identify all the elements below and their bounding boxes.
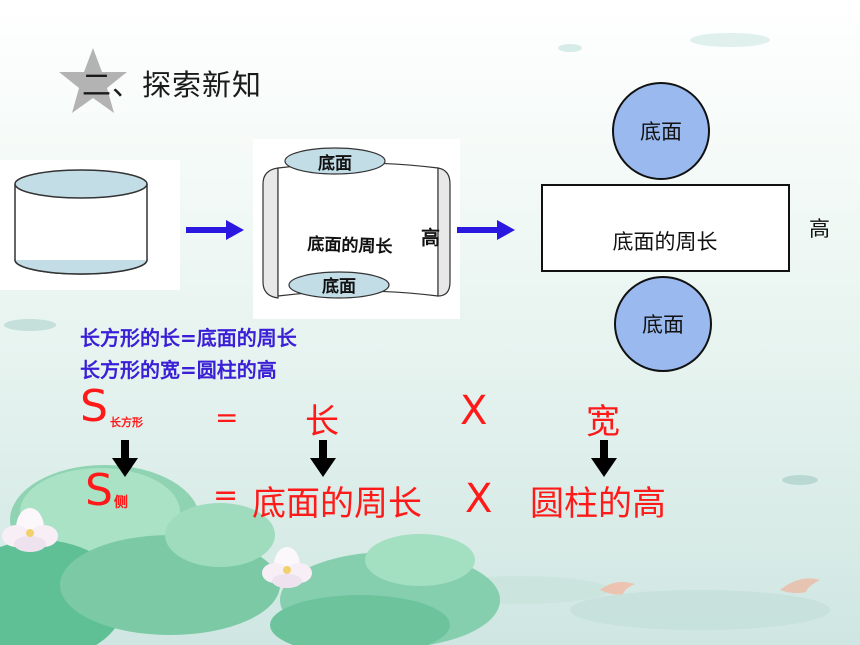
lateral-area-symbol: S — [85, 465, 113, 516]
equals-sign: = — [213, 478, 239, 513]
net-top-base-circle: 底面 — [612, 82, 710, 180]
fact-width: 长方形的宽=圆柱的高 — [80, 358, 277, 382]
page-title: 二、探索新知 — [82, 68, 263, 102]
right-arrow-icon — [457, 220, 515, 240]
right-arrow-icon — [186, 220, 244, 240]
down-arrow-icon — [112, 440, 138, 477]
down-arrow-icon — [310, 440, 336, 477]
down-arrow-icon — [591, 440, 617, 477]
unrolled-cylinder-panel: 底面 底面的周长 底面 — [253, 139, 460, 319]
base-top-label: 底面 — [318, 153, 352, 174]
cylinder-height-label: 高 — [421, 227, 441, 249]
star-icon — [59, 48, 127, 113]
unrolled-cylinder-illustration — [262, 147, 451, 299]
equals-sign: = — [215, 401, 239, 434]
cylinder-illustration — [14, 169, 148, 275]
fact-length: 长方形的长=底面的周长 — [80, 326, 297, 350]
area-subscript-rectangle: 长方形 — [110, 416, 143, 429]
times-sign: X — [460, 388, 488, 434]
net-lateral-rectangle: 底面的周长 — [541, 184, 790, 272]
term-length: 长 — [305, 402, 339, 442]
net-rect-label: 底面的周长 — [612, 230, 718, 254]
term-cylinder-height: 圆柱的高 — [530, 484, 666, 524]
times-sign: X — [465, 476, 493, 522]
net-bottom-base-circle: 底面 — [614, 276, 712, 372]
net-height-label: 高 — [809, 217, 830, 241]
term-width: 宽 — [586, 402, 620, 442]
cylinder-panel — [0, 160, 180, 290]
area-symbol: S — [80, 381, 108, 432]
term-base-perimeter: 底面的周长 — [252, 484, 422, 524]
base-bottom-label: 底面 — [322, 276, 356, 297]
area-subscript-lateral: 侧 — [114, 495, 128, 511]
